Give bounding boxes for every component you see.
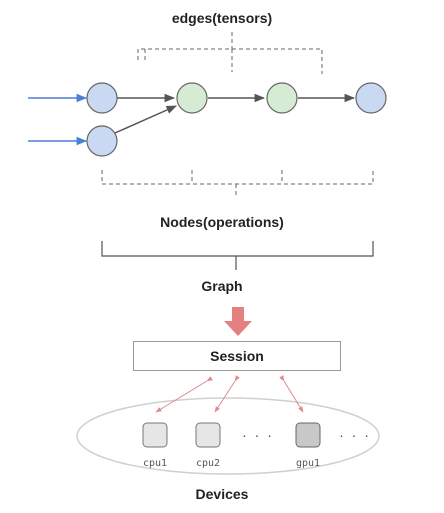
graph-bracket: [101, 241, 374, 270]
graph-edges: [114, 93, 356, 134]
session-device-links: [155, 375, 304, 413]
graph-label: Graph: [201, 278, 243, 294]
node-op-2: [266, 82, 298, 114]
session-label: Session: [210, 348, 264, 364]
node-output: [355, 82, 387, 114]
node-input-2: [86, 125, 118, 157]
device-cpu1-box: [142, 422, 168, 448]
session-box: Session: [133, 341, 341, 371]
device-ellipsis-2: · · ·: [339, 427, 371, 443]
node-op-1: [176, 82, 208, 114]
device-cpu2-label: cpu2: [196, 458, 220, 469]
device-cpu2-box: [195, 422, 221, 448]
device-gpu1-label: gpu1: [296, 458, 320, 469]
graph-to-session-arrow: [224, 307, 252, 336]
edges-label: edges(tensors): [171, 10, 273, 26]
nodes-bracket: [101, 170, 374, 198]
device-cpu1-label: cpu1: [143, 458, 167, 469]
nodes-label: Nodes(operations): [160, 214, 284, 230]
node-input-1: [86, 82, 118, 114]
device-gpu1-box: [295, 422, 321, 448]
edges-bracket: [137, 32, 323, 74]
device-ellipsis-1: · · ·: [242, 427, 274, 443]
devices-ellipse: [76, 397, 380, 475]
devices-label: Devices: [195, 486, 249, 502]
